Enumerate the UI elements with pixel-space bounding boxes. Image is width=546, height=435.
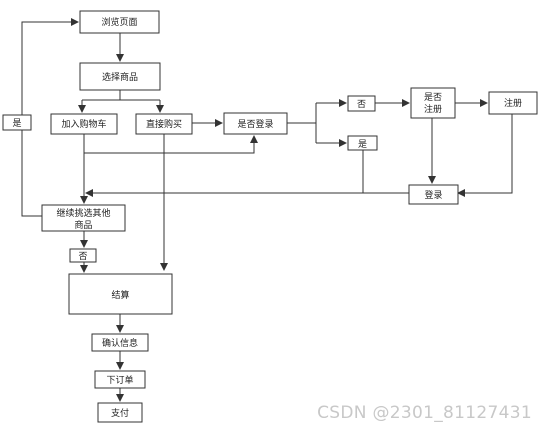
node-checkout-label: 结算 [111,289,129,301]
node-select-product[interactable]: 选择商品 [79,62,161,91]
node-add-to-cart[interactable]: 加入购物车 [50,113,118,135]
node-no-branch-label: 否 [357,99,366,110]
node-continue-shopping[interactable]: 继续挑选其他 商品 [41,204,126,232]
watermark: CSDN @2301_81127431 [317,403,532,423]
node-is-logged-in-label: 是否登录 [237,119,273,130]
node-register[interactable]: 注册 [488,91,538,115]
node-loop-yes[interactable]: 是 [2,114,32,131]
node-buy-now[interactable]: 直接购买 [135,113,193,135]
node-continue-label-2: 商品 [74,219,92,231]
node-yes-branch-label: 是 [358,139,367,150]
node-checkout[interactable]: 结算 [68,273,173,315]
node-pay-label: 支付 [111,407,129,419]
node-pay[interactable]: 支付 [97,402,143,423]
edge-register-to-login [457,114,513,197]
edge-login-check-split [287,103,317,143]
node-login-label: 登录 [424,190,442,201]
node-register-label: 注册 [504,97,522,109]
node-no-branch[interactable]: 否 [347,95,376,112]
node-yes-branch[interactable]: 是 [347,135,378,151]
node-confirm-info[interactable]: 确认信息 [91,333,149,352]
node-add-to-cart-label: 加入购物车 [61,118,106,130]
node-place-order[interactable]: 下订单 [94,370,146,389]
node-place-order-label: 下订单 [106,374,133,386]
node-loop-yes-label: 是 [12,118,21,129]
node-is-registered-label-1: 是否 [424,92,442,103]
node-continue-label-1: 继续挑选其他 [56,207,110,219]
node-continue-no-label: 否 [78,251,87,262]
node-is-registered[interactable]: 是否 注册 [410,87,456,119]
node-is-registered-label-2: 注册 [424,103,442,115]
edge-cart-to-login-check [83,134,258,154]
node-buy-now-label: 直接购买 [146,118,182,130]
node-login[interactable]: 登录 [408,184,459,205]
node-continue-no[interactable]: 否 [69,248,97,263]
node-browse-label: 浏览页面 [101,16,137,28]
node-confirm-info-label: 确认信息 [102,337,138,349]
node-browse[interactable]: 浏览页面 [79,10,160,34]
node-is-logged-in[interactable]: 是否登录 [223,112,288,135]
node-select-product-label: 选择商品 [102,71,138,83]
edge-select-split [82,90,160,101]
